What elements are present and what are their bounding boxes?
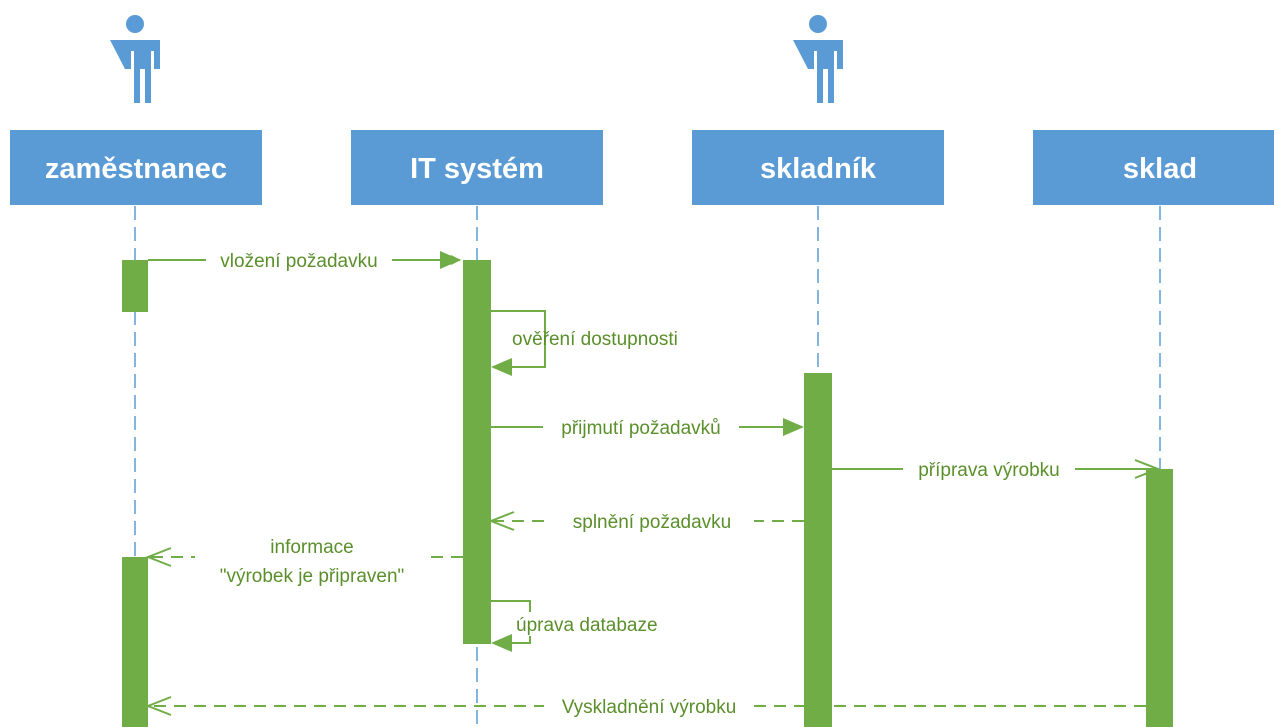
message-arrow: přijmutí požadavků [477,415,804,439]
participant-label: IT systém [410,153,544,185]
message-label: přijmutí požadavků [561,418,720,439]
message-label: ověření dostupnosti [512,329,678,350]
message-label: Vyskladnění výrobku [562,697,737,718]
participant-label: skladník [760,153,877,185]
message-arrow: vložení požadavku [148,248,461,272]
activation-bar [122,260,148,312]
activation-bar [1146,469,1173,727]
message-label: splnění požadavku [573,512,731,533]
message-label-line: "výrobek je připraven" [220,566,405,587]
message-arrow: příprava výrobku [818,457,1161,481]
participant-header: IT systém [351,130,603,205]
participant-header: sklad [1033,130,1274,205]
participant-label: sklad [1123,153,1197,185]
return-message-arrow: informace "výrobek je připraven" [145,532,463,588]
participant-header: zaměstnanec [10,130,262,205]
message-label: úprava databaze [516,615,658,636]
actor-icon [793,15,843,103]
activation-bar [463,260,491,644]
message-label-line: informace [270,537,353,558]
activation-bar [122,557,148,727]
message-label: příprava výrobku [918,460,1060,481]
return-message-arrow: Vyskladnění výrobku [145,694,1146,718]
participant-label: zaměstnanec [45,153,227,185]
message-label: vložení požadavku [220,251,377,272]
self-message-arrow: úprava databaze [491,600,686,652]
self-message-arrow: ověření dostupnosti [491,310,678,376]
activation-bar [804,373,832,727]
return-message-arrow: splnění požadavku [488,509,804,533]
actor-icon [110,15,160,103]
participant-header: skladník [692,130,944,205]
